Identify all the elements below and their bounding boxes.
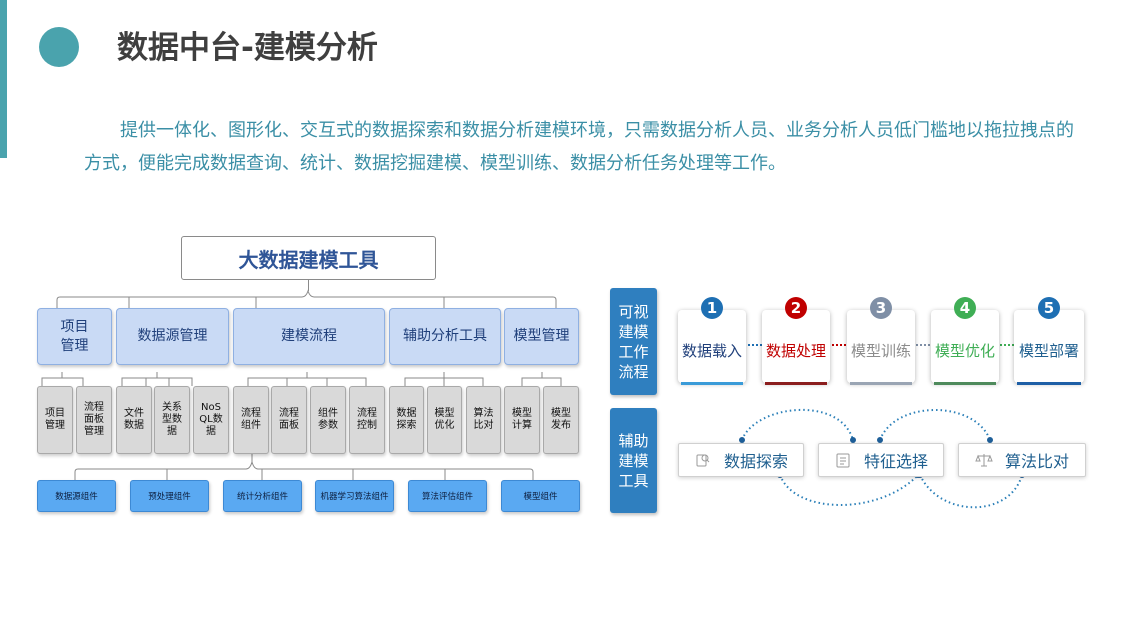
aux-item-label: 数据探索 — [723, 452, 788, 471]
level3-component: 机器学习算法组件 — [315, 480, 394, 512]
level2-node: 数据 探索 — [389, 386, 424, 454]
level2-node: 项目 管理 — [37, 386, 73, 454]
checklist-icon — [834, 451, 852, 469]
flow-step-underline — [681, 382, 743, 385]
level1-model-mgmt: 模型管理 — [504, 308, 579, 365]
step-number-badge: 1 — [701, 297, 723, 319]
data-explore-icon — [694, 451, 712, 469]
level3-component: 统计分析组件 — [223, 480, 302, 512]
aux-item-feature-select: 特征选择 — [818, 443, 944, 477]
level2-node: NoS QL数 据 — [193, 386, 229, 454]
level2-node: 关系 型数 据 — [154, 386, 190, 454]
flow-label: 可视 建模 工作 流程 — [610, 288, 657, 395]
flow-step-label: 模型训练 — [850, 342, 911, 360]
step-number-badge: 2 — [785, 297, 807, 319]
level3-component: 预处理组件 — [130, 480, 209, 512]
level1-project-mgmt: 项目 管理 — [37, 308, 112, 365]
level2-node: 流程 面板 — [271, 386, 307, 454]
level3-component: 算法评估组件 — [408, 480, 487, 512]
edge-accent-bar — [0, 0, 7, 158]
flow-step-underline — [934, 382, 996, 385]
page-title: 数据中台-建模分析 — [117, 30, 378, 66]
level1-datasource-mgmt: 数据源管理 — [116, 308, 229, 365]
flow-step-label: 模型优化 — [934, 342, 995, 360]
level2-node: 流程 组件 — [233, 386, 269, 454]
aux-item-label: 算法比对 — [1004, 452, 1069, 471]
balance-scale-icon — [975, 451, 993, 469]
connector-line — [308, 280, 309, 291]
page-description: 提供一体化、图形化、交互式的数据探索和数据分析建模环境，只需数据分析人员、业务分… — [84, 120, 1074, 174]
level2-node: 组件 参数 — [310, 386, 346, 454]
level2-node: 模型 优化 — [427, 386, 462, 454]
step-number-badge: 5 — [1038, 297, 1060, 319]
flow-step-4: 模型优化 — [931, 310, 999, 383]
level2-node: 算法 比对 — [466, 386, 501, 454]
flow-step-underline — [765, 382, 827, 385]
title-dot — [39, 27, 79, 67]
tree-root: 大数据建模工具 — [181, 236, 436, 280]
flow-step-5: 模型部署 — [1014, 310, 1084, 383]
flow-step-label: 数据载入 — [681, 342, 742, 360]
flow-step-label: 数据处理 — [765, 342, 826, 360]
step-number-badge: 4 — [954, 297, 976, 319]
flow-step-underline — [850, 382, 912, 385]
aux-item-label: 特征选择 — [863, 452, 928, 471]
level2-node: 文件 数据 — [116, 386, 152, 454]
level1-bracket — [56, 289, 557, 308]
aux-item-algo-compare: 算法比对 — [958, 443, 1086, 477]
aux-label: 辅助 建模 工具 — [610, 408, 657, 513]
level2-node: 流程 控制 — [349, 386, 385, 454]
level2-node: 模型 计算 — [504, 386, 540, 454]
flow-step-underline — [1017, 382, 1081, 385]
level1-modeling-flow: 建模流程 — [233, 308, 385, 365]
level3-component: 模型组件 — [501, 480, 580, 512]
aux-item-data-explore: 数据探索 — [678, 443, 804, 477]
step-number-badge: 3 — [870, 297, 892, 319]
level3-component: 数据源组件 — [37, 480, 116, 512]
flow-step-label: 模型部署 — [1018, 342, 1079, 360]
level2-brackets — [41, 372, 562, 386]
flow-step-2: 数据处理 — [762, 310, 830, 383]
flow-step-3: 模型训练 — [847, 310, 915, 383]
flow-connectors — [744, 344, 1014, 346]
level2-node: 模型 发布 — [543, 386, 579, 454]
level2-node: 流程 面板 管理 — [76, 386, 112, 454]
flow-step-1: 数据载入 — [678, 310, 746, 383]
level1-aux-tools: 辅助分析工具 — [389, 308, 501, 365]
level3-bracket — [74, 452, 534, 480]
